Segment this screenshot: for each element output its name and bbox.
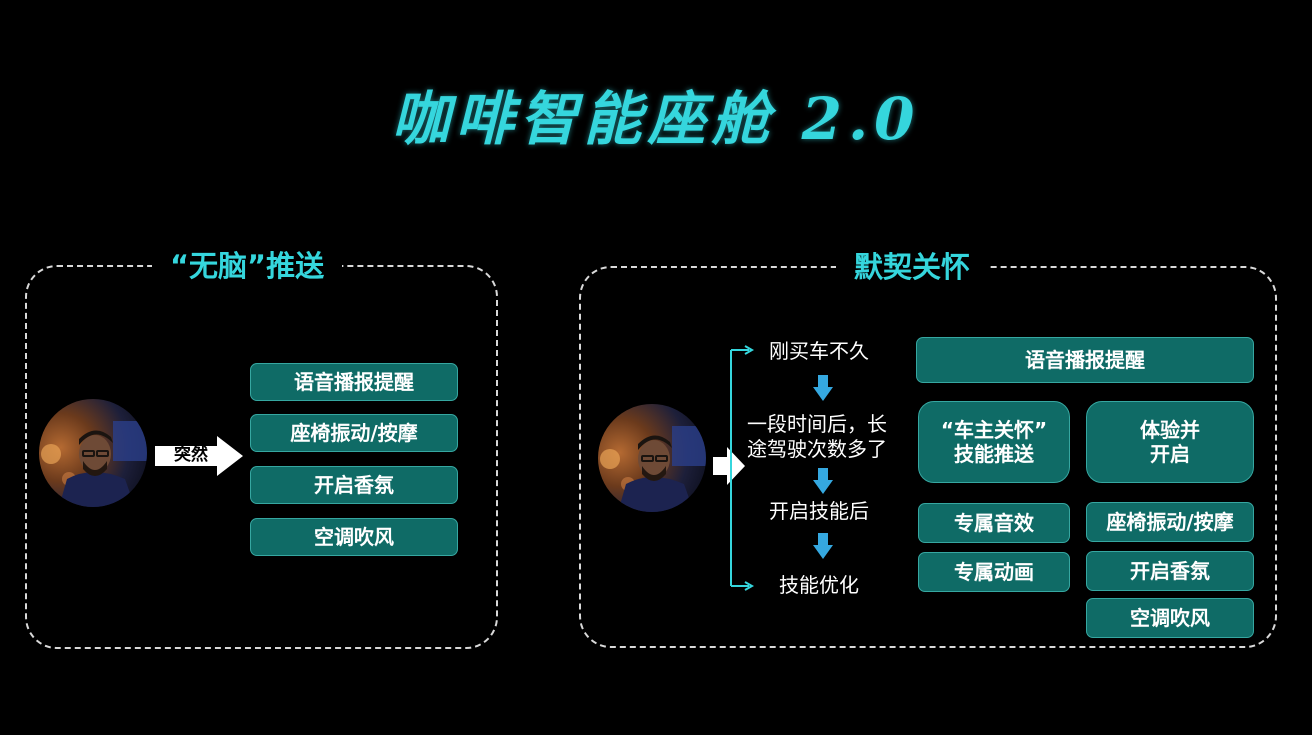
driver-avatar (39, 399, 147, 507)
push-panel-title: “无脑”推送 (152, 243, 343, 285)
fragrance-button[interactable]: 开启香氛 (1086, 551, 1254, 591)
right-arrow-icon (155, 436, 243, 476)
driver-photo-icon (598, 404, 706, 512)
driver-avatar (598, 404, 706, 512)
experience-enable-card[interactable]: 体验并 开启 (1086, 401, 1254, 483)
down-arrow-icon (813, 375, 833, 401)
down-arrow-icon (813, 533, 833, 559)
arrow-label: 突然 (174, 445, 208, 465)
flow-step-long-drives: 一段时间后，长 途驾驶次数多了 (747, 412, 887, 461)
exclusive-sound-button[interactable]: 专属音效 (918, 503, 1070, 543)
flow-bracket-icon (730, 345, 755, 591)
ac-airflow-button[interactable]: 空调吹风 (1086, 598, 1254, 638)
flow-step-skill-enabled: 开启技能后 (769, 499, 869, 523)
flow-step-new-car: 刚买车不久 (769, 339, 869, 363)
flow-step-skill-optimized: 技能优化 (779, 573, 859, 597)
right-arrow-icon (713, 447, 745, 485)
seat-vibration-button[interactable]: 座椅振动/按摩 (1086, 502, 1254, 542)
down-arrow-icon (813, 468, 833, 494)
slide-title: 咖啡智能座舱 2.0 (391, 85, 921, 153)
care-panel-title: 默契关怀 (836, 244, 989, 286)
voice-reminder-button[interactable]: 语音播报提醒 (916, 337, 1254, 383)
seat-vibration-button[interactable]: 座椅振动/按摩 (250, 414, 458, 452)
care-panel: 默契关怀 (579, 244, 1277, 648)
fragrance-button[interactable]: 开启香氛 (250, 466, 458, 504)
owner-care-skill-card[interactable]: “车主关怀” 技能推送 (918, 401, 1070, 483)
exclusive-animation-button[interactable]: 专属动画 (918, 552, 1070, 592)
push-panel: “无脑”推送 突然 语音播报提醒 座 (25, 243, 498, 649)
voice-reminder-button[interactable]: 语音播报提醒 (250, 363, 458, 401)
ac-airflow-button[interactable]: 空调吹风 (250, 518, 458, 556)
driver-photo-icon (39, 399, 147, 507)
